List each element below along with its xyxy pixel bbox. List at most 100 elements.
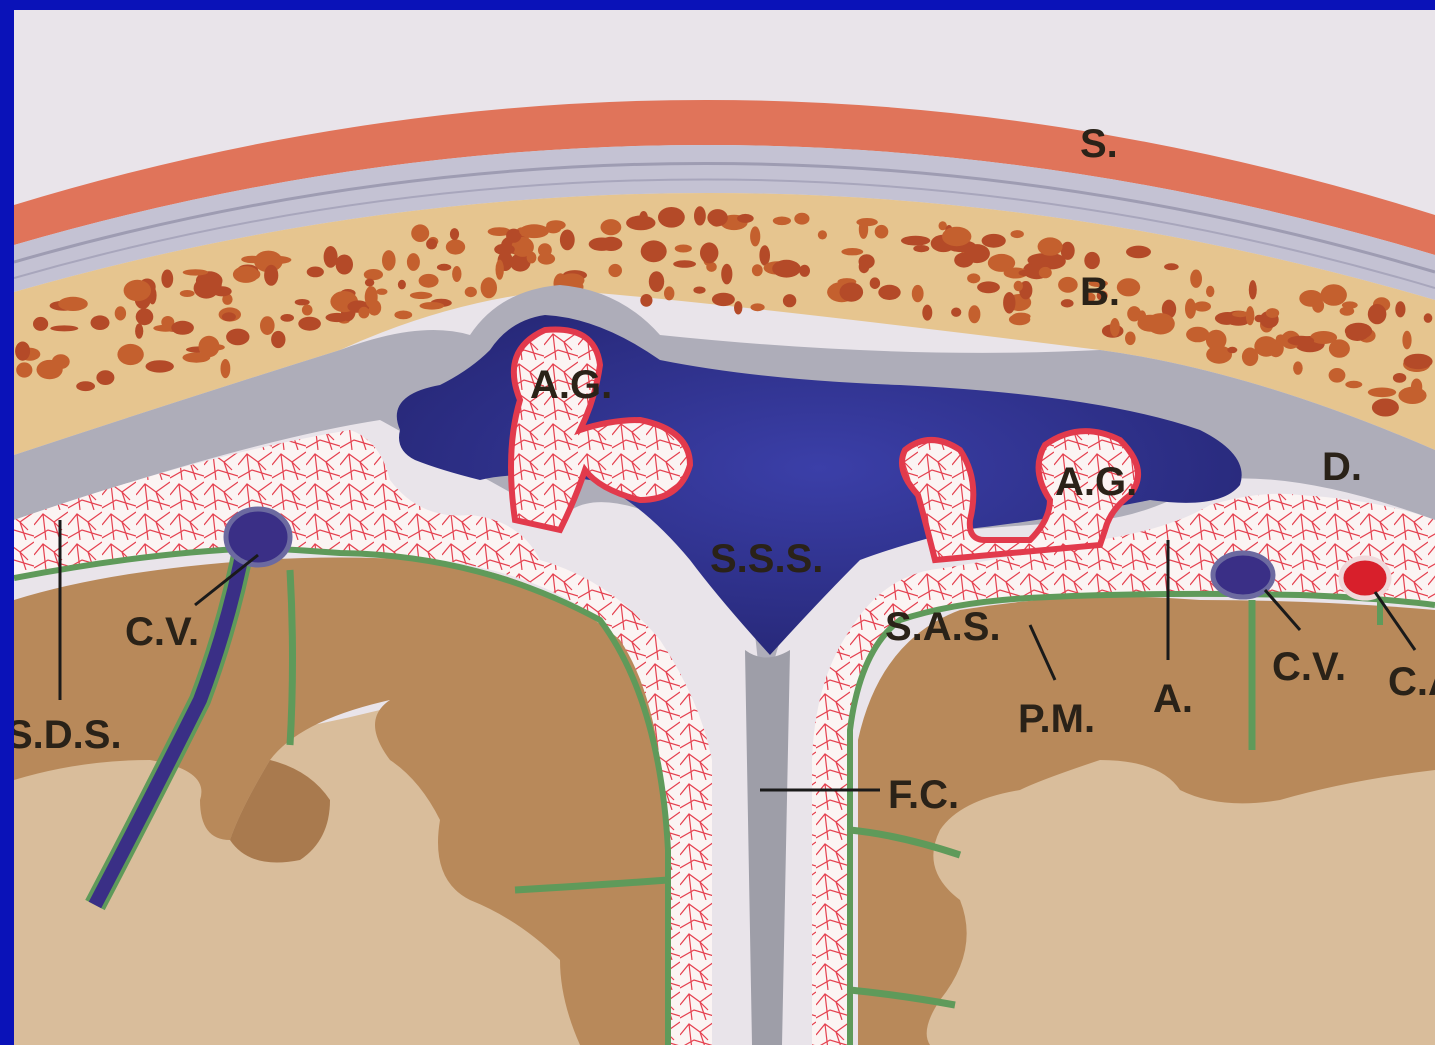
marrow-spot	[183, 269, 208, 275]
marrow-spot	[410, 292, 432, 299]
marrow-spot	[16, 362, 32, 377]
marrow-spot	[954, 253, 973, 268]
marrow-spot	[601, 219, 622, 235]
marrow-spot	[1014, 281, 1023, 291]
marrow-spot	[271, 331, 285, 348]
marrow-spot	[364, 269, 383, 280]
marrow-spot	[365, 286, 378, 308]
marrow-spot	[1254, 336, 1278, 357]
marrow-spot	[878, 285, 900, 300]
marrow-spot	[1012, 313, 1031, 321]
marrow-spot	[1329, 339, 1350, 357]
marrow-spot	[233, 266, 259, 283]
marrow-spot	[209, 344, 225, 350]
marrow-spot	[1398, 387, 1426, 404]
marrow-spot	[737, 214, 754, 223]
marrow-spot	[1329, 368, 1346, 383]
marrow-spot	[639, 211, 648, 224]
label-subdural-space: S.D.S.	[6, 713, 122, 757]
marrow-spot	[799, 265, 810, 277]
marrow-spot	[1393, 373, 1406, 383]
marrow-spot	[1217, 316, 1236, 325]
marrow-spot	[519, 224, 549, 238]
marrow-spot	[772, 260, 801, 278]
marrow-spot	[280, 314, 294, 322]
marrow-spot	[115, 306, 126, 320]
marrow-spot	[922, 305, 932, 321]
marrow-spot	[1249, 280, 1257, 299]
marrow-spot	[600, 237, 622, 251]
marrow-spot	[901, 236, 930, 246]
marrow-spot	[1424, 313, 1433, 323]
label-falx-cerebri: F.C.	[888, 773, 959, 817]
marrow-spot	[1372, 399, 1399, 417]
marrow-spot	[751, 303, 765, 311]
marrow-spot	[538, 243, 552, 257]
marrow-spot	[608, 264, 622, 277]
label-dura: D.	[1322, 445, 1362, 489]
marrow-spot	[783, 294, 796, 307]
marrow-spot	[1190, 270, 1202, 288]
label-cerebral-artery: C.A.	[1388, 660, 1435, 704]
marrow-spot	[465, 287, 477, 297]
cerebral-vein-right	[1213, 553, 1273, 597]
marrow-spot	[136, 308, 154, 325]
marrow-spot	[494, 244, 515, 255]
marrow-spot	[640, 294, 652, 307]
marrow-spot	[527, 252, 537, 264]
marrow-spot	[641, 240, 667, 262]
marrow-spot	[1345, 381, 1362, 388]
marrow-spot	[773, 217, 791, 226]
marrow-spot	[750, 226, 760, 246]
marrow-spot	[1110, 318, 1120, 337]
marrow-spot	[358, 307, 369, 319]
marrow-spot	[1061, 299, 1074, 307]
marrow-spot	[1340, 307, 1355, 316]
marrow-spot	[161, 270, 173, 288]
marrow-spot	[15, 342, 30, 361]
marrow-spot	[394, 311, 412, 320]
picture-area: S. B. D. A.G. A.G. S.S.S. S.A.S. C.V. C.…	[6, 10, 1435, 1045]
marrow-spot	[302, 305, 313, 316]
marrow-spot	[982, 234, 1006, 248]
marrow-spot	[91, 315, 110, 330]
marrow-spot	[376, 289, 387, 295]
label-arachnoid-granulation-right: A.G.	[1055, 460, 1137, 504]
marrow-spot	[1038, 237, 1063, 255]
marrow-spot	[977, 281, 1000, 293]
marrow-spot	[840, 283, 864, 302]
marrow-spot	[135, 323, 143, 338]
marrow-spot	[1003, 292, 1015, 314]
marrow-spot	[33, 317, 48, 331]
marrow-spot	[50, 325, 78, 331]
marrow-spot	[420, 302, 445, 310]
marrow-spot	[693, 287, 705, 294]
marrow-spot	[759, 245, 770, 265]
marrow-spot	[326, 313, 349, 322]
marrow-spot	[1084, 252, 1100, 269]
marrow-spot	[180, 290, 195, 297]
marrow-spot	[942, 227, 971, 247]
marrow-spot	[298, 317, 321, 331]
marrow-spot	[967, 273, 980, 283]
marrow-spot	[117, 344, 143, 365]
marrow-spot	[712, 293, 735, 306]
marrow-spot	[307, 267, 324, 278]
marrow-spot	[1368, 388, 1396, 398]
label-subarachnoid-space: S.A.S.	[885, 605, 1001, 649]
marrow-spot	[426, 239, 437, 250]
marrow-spot	[419, 274, 439, 288]
marrow-spot	[382, 250, 396, 271]
marrow-spot	[1266, 308, 1279, 318]
marrow-spot	[264, 265, 278, 286]
marrow-spot	[1206, 286, 1214, 297]
label-cerebral-vein-right: C.V.	[1272, 645, 1346, 689]
marrow-spot	[859, 220, 868, 239]
marrow-spot	[707, 209, 727, 226]
marrow-spot	[1299, 290, 1323, 307]
marrow-spot	[365, 279, 374, 287]
marrow-spot	[58, 297, 88, 311]
marrow-spot	[1346, 326, 1369, 341]
